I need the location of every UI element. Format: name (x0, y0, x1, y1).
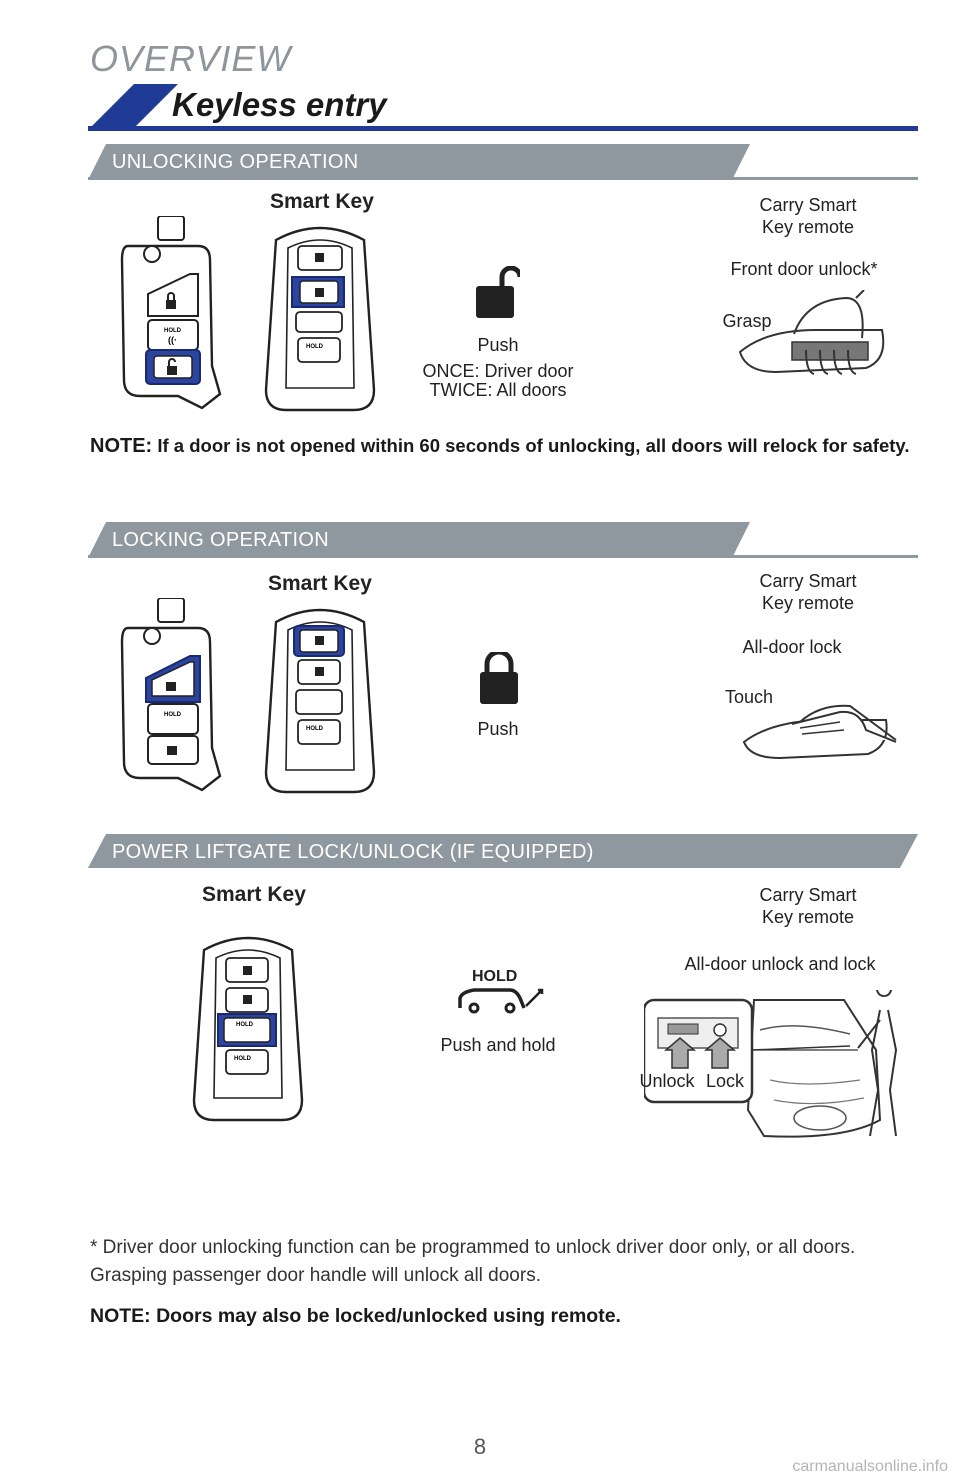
locking-section-title: LOCKING OPERATION (112, 529, 329, 551)
smart-key-label-unlock: Smart Key (270, 190, 374, 213)
flip-key-unlock: HOLD ((· (120, 216, 222, 410)
push-label-unlock: Push (477, 335, 519, 355)
unlock-arrow-label: Unlock (639, 1071, 695, 1091)
svg-text:HOLD: HOLD (236, 1022, 254, 1028)
push-detail-once: ONCE: Driver door (422, 361, 574, 381)
carry-label-lock-1: Carry Smart (759, 571, 857, 591)
grasp-label: Grasp (722, 311, 772, 331)
smart-key-liftgate: HOLD HOLD (192, 936, 304, 1122)
liftgate-band (88, 834, 918, 868)
unlock-icon (476, 266, 520, 318)
liftgate-car-illustration (644, 990, 898, 1138)
key-hold-text: HOLD (164, 328, 182, 334)
touch-label: Touch (724, 687, 774, 707)
push-and-hold-label: Push and hold (440, 1035, 556, 1055)
svg-text:HOLD: HOLD (306, 344, 324, 350)
svg-text:HOLD: HOLD (234, 1056, 252, 1062)
page-title: Keyless entry (172, 86, 387, 123)
note-prefix: NOTE: (90, 435, 153, 457)
lock-arrow-label: Lock (705, 1071, 745, 1091)
carry-label-liftgate-2: Key remote (761, 907, 855, 927)
svg-text:((·: ((· (168, 335, 177, 345)
overview-heading: OVERVIEW (90, 38, 292, 79)
liftgate-hold-text: HOLD (472, 968, 517, 985)
push-label-lock: Push (477, 719, 519, 739)
note-text: If a door is not opened within 60 second… (152, 435, 910, 456)
bottom-note: NOTE: Doors may also be locked/unlocked … (90, 1305, 621, 1327)
svg-text:HOLD: HOLD (164, 712, 182, 718)
carry-label-lock-2: Key remote (761, 593, 855, 613)
all-door-lock-label: All-door lock (742, 637, 842, 657)
watermark: carmanualsonline.info (792, 1458, 948, 1475)
hand-touch-illustration (742, 704, 897, 760)
unlocking-section-title: UNLOCKING OPERATION (112, 151, 359, 173)
title-bar (88, 84, 918, 131)
carry-label-1: Carry Smart (759, 195, 857, 215)
push-detail-twice: TWICE: All doors (429, 380, 567, 400)
liftgate-hold-icon: HOLD (458, 968, 544, 1014)
front-door-unlock-label: Front door unlock* (730, 259, 878, 279)
carry-label-2: Key remote (761, 217, 855, 237)
flip-key-lock: HOLD (120, 598, 222, 792)
smart-key-unlock: HOLD (264, 226, 376, 412)
unlock-note: NOTE: If a door is not opened within 60 … (90, 432, 920, 460)
lock-icon (480, 652, 518, 704)
svg-text:HOLD: HOLD (306, 726, 324, 732)
unlocking-band (88, 144, 918, 180)
smart-key-label-lock: Smart Key (268, 572, 372, 595)
smart-key-lock: HOLD (264, 608, 376, 794)
hand-grasp-illustration (738, 290, 885, 375)
page-number: 8 (473, 1434, 487, 1459)
all-door-unlock-lock-label: All-door unlock and lock (684, 954, 876, 974)
footnote: * Driver door unlocking function can be … (90, 1237, 856, 1286)
smart-key-label-liftgate: Smart Key (202, 883, 306, 906)
carry-label-liftgate-1: Carry Smart (759, 885, 857, 905)
locking-band (88, 522, 918, 558)
liftgate-section-title: POWER LIFTGATE LOCK/UNLOCK (IF EQUIPPED) (112, 841, 594, 863)
